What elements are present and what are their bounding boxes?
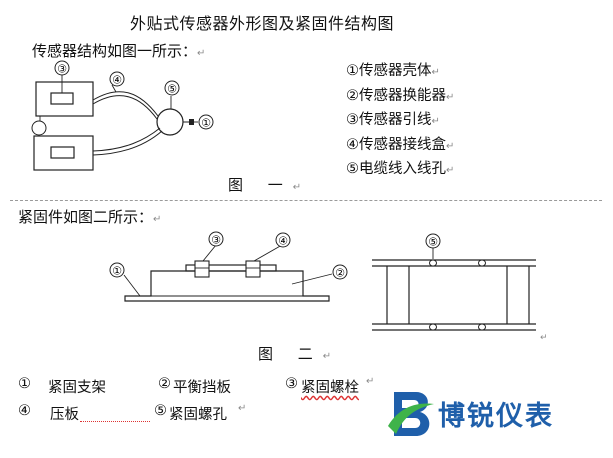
- brand-logo: 博锐仪表: [386, 384, 606, 444]
- part-4-text: 压板: [50, 407, 79, 423]
- part-1-num: ①: [18, 376, 31, 392]
- part-5-num: ⑤: [154, 403, 167, 419]
- upper-sensor-housing: [35, 81, 94, 117]
- lower-sensor-housing: [33, 135, 94, 171]
- figure-2-intro-text: 紧固件如图二所示：: [18, 208, 154, 226]
- wavy-spacer: [80, 417, 150, 422]
- part-2-num: ②: [158, 376, 171, 392]
- fig2-callout-5: ⑤: [428, 236, 438, 249]
- fig1-callout-4: ⑤: [167, 83, 177, 96]
- fig2-callout-1: ①: [112, 265, 122, 278]
- legend-item: ⑤电缆线入线孔↵: [346, 161, 455, 177]
- fastening-hole: [478, 323, 486, 331]
- return-mark: ↵: [153, 214, 162, 225]
- figure-2-caption: 图 二↵: [258, 345, 342, 363]
- sensor-legend: ①传感器壳体↵ ②传感器换能器↵ ③传感器引线↵ ④传感器接线盒↵ ⑤电缆线入线…: [346, 60, 454, 183]
- figure-2-drawing: ③ ④ ① ② ⑤ ↵: [109, 231, 548, 343]
- fastening-bolt-right: [245, 260, 261, 278]
- legend-item: ④传感器接线盒↵: [346, 136, 455, 153]
- upper-sensor-lead: [92, 91, 159, 117]
- fig1-callout-5: ①: [201, 117, 211, 130]
- fig1-callout-3: ④: [112, 74, 122, 87]
- figure-1-intro-text: 传感器结构如图一所示：: [32, 42, 198, 60]
- part-5-text: 紧固螺孔: [169, 407, 227, 423]
- legend-item: ①传感器壳体↵: [346, 63, 440, 79]
- return-mark: ↵: [540, 333, 548, 343]
- figure-1-drawing: ③ ④ ⑤ ①: [31, 60, 214, 171]
- part-3-num: ③: [285, 376, 298, 392]
- pressure-plate: [185, 264, 277, 272]
- fig2-callout-4: ④: [278, 235, 288, 248]
- fig2-callout-3: ③: [211, 234, 221, 247]
- lower-sensor-lead: [92, 127, 161, 152]
- fastening-hole: [429, 259, 437, 267]
- figure-1-intro: 传感器结构如图一所示：↵: [32, 40, 205, 61]
- fastening-hole: [429, 323, 437, 331]
- figure-2-intro: 紧固件如图二所示：↵: [18, 206, 161, 227]
- figure-1-caption: 图 一↵: [228, 176, 312, 194]
- part-2-text: 平衡挡板: [173, 380, 231, 396]
- page-title: 外贴式传感器外形图及紧固件结构图: [130, 14, 395, 33]
- top-view-frame: [372, 259, 536, 331]
- legend-item: ③传感器引线↵: [346, 112, 440, 128]
- upper-transducer: [50, 92, 74, 105]
- legend-item: ②传感器换能器↵: [346, 87, 455, 104]
- lower-sensor-lead-inner: [92, 130, 163, 156]
- upper-sensor-lead-inner: [92, 95, 158, 120]
- cable-entry-hole: [189, 119, 194, 125]
- fastening-bolt-left: [194, 260, 210, 278]
- part-1-text: 紧固支架: [48, 380, 106, 396]
- lower-transducer: [50, 146, 75, 159]
- fig1-callout-2: ③: [57, 63, 67, 76]
- section-divider: [10, 200, 602, 201]
- brand-mark-icon: [388, 392, 434, 436]
- junction-box: [156, 108, 184, 136]
- brand-name: 博锐仪表: [438, 401, 554, 432]
- part-3-text: 紧固螺栓: [301, 380, 359, 396]
- return-mark: ↵: [197, 48, 206, 59]
- fig2-callout-2: ②: [335, 267, 345, 280]
- fastening-hole: [478, 259, 486, 267]
- part-4-num: ④: [18, 403, 31, 419]
